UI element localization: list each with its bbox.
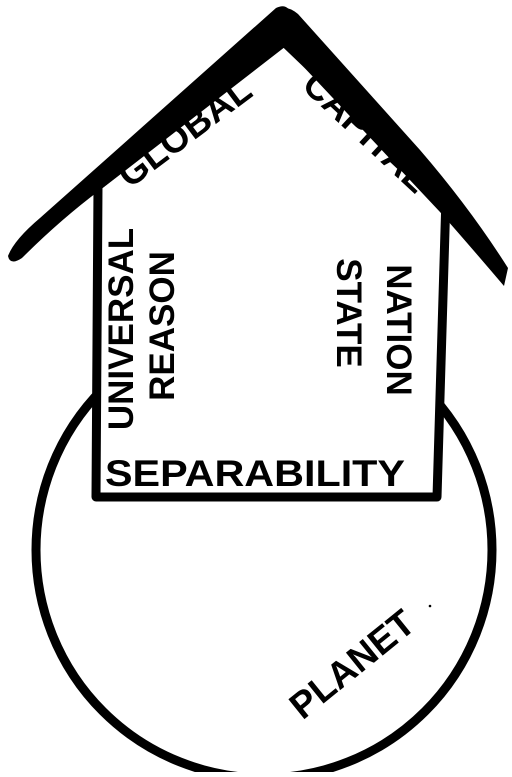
ink-speck [429,605,432,608]
left-wall-label-inner: REASON [143,251,182,401]
floor-label: SEPARABILITY [105,453,405,494]
right-wall-label-outer: NATION [379,264,418,396]
left-wall-label-outer: UNIVERSAL [102,228,141,430]
right-wall-label-inner: STATE [329,258,368,368]
